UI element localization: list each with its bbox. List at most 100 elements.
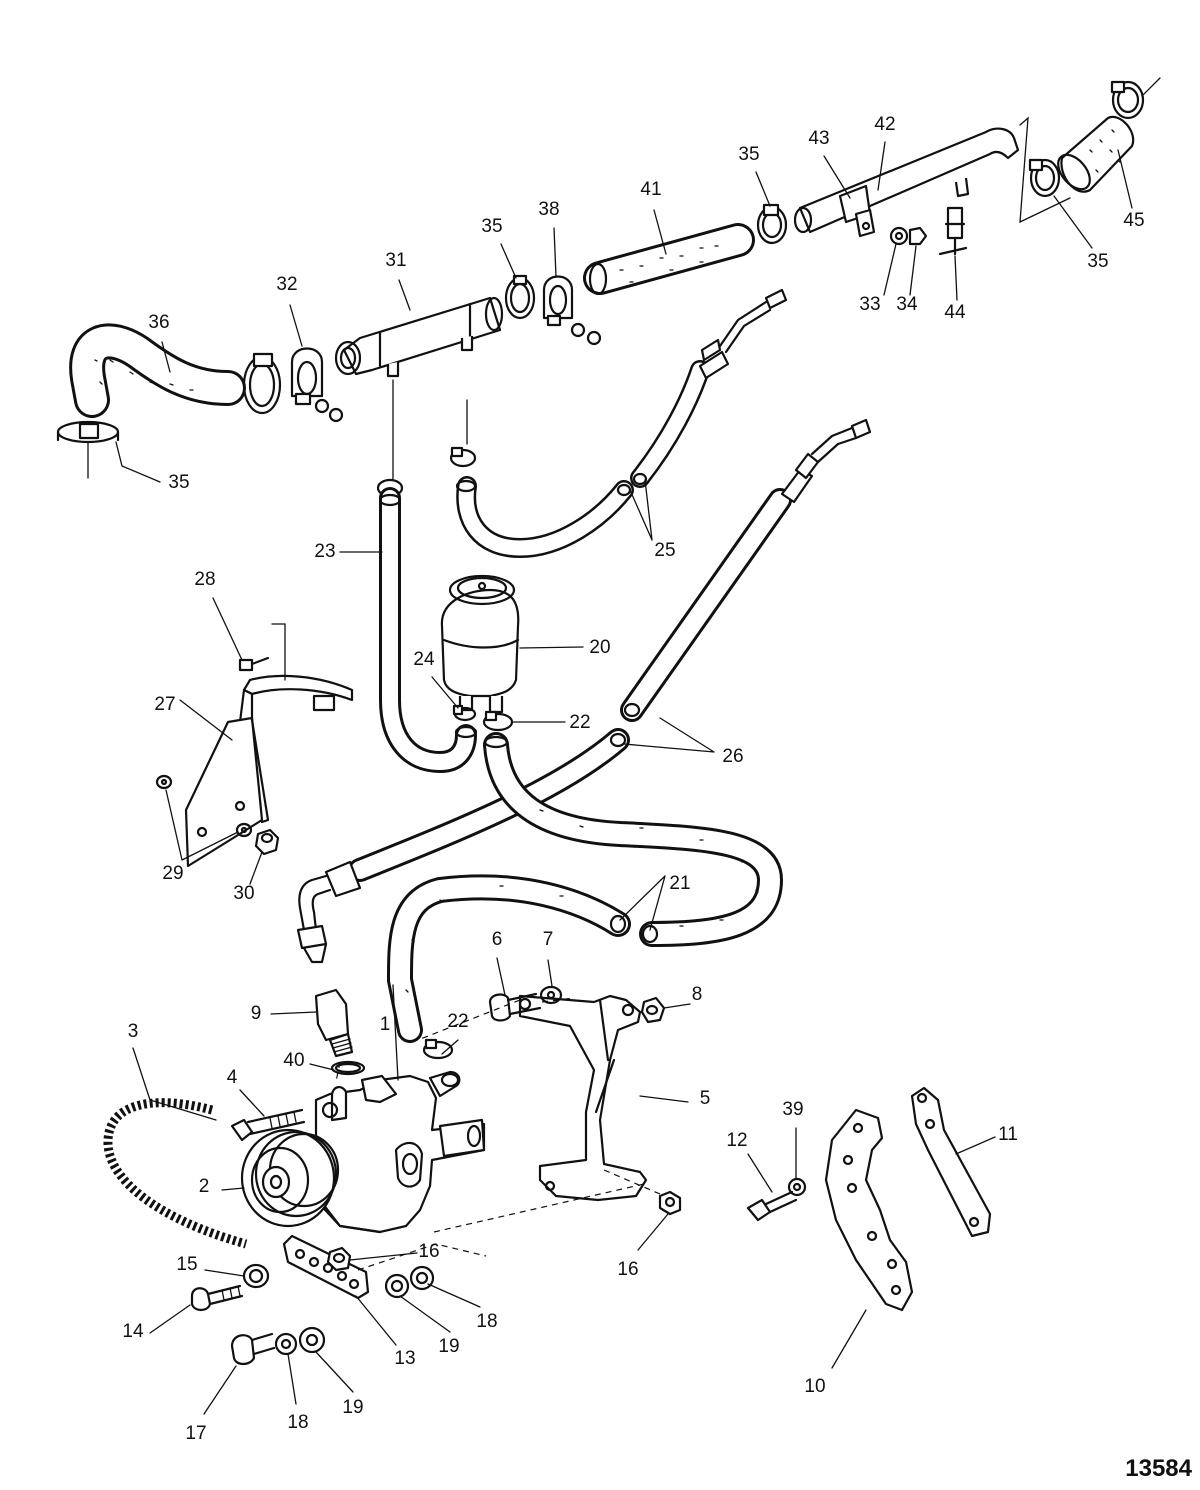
hose-clamp-35b bbox=[504, 274, 536, 320]
bolt-6 bbox=[488, 992, 542, 1022]
callout-c36: 36 bbox=[148, 312, 169, 333]
assembly-lines bbox=[335, 997, 661, 1271]
callout-c42: 42 bbox=[874, 114, 895, 135]
callout-c43: 43 bbox=[808, 128, 829, 149]
hose-clamp-24 bbox=[452, 704, 477, 722]
lock-washer-39 bbox=[787, 1177, 807, 1197]
bolt-4 bbox=[230, 1108, 306, 1142]
bolt-28 bbox=[238, 656, 270, 672]
callout-c39: 39 bbox=[782, 1099, 803, 1120]
callout-c45: 45 bbox=[1123, 210, 1144, 231]
callout-c29: 29 bbox=[162, 863, 183, 884]
water-pipe-42 bbox=[793, 127, 1020, 238]
fluid-reservoir-20 bbox=[440, 574, 520, 714]
brace-13 bbox=[282, 1234, 370, 1300]
callout-c44: 44 bbox=[944, 302, 966, 323]
spacer-18b bbox=[409, 1265, 435, 1291]
callout-c27: 27 bbox=[154, 694, 175, 715]
callout-c35c: 35 bbox=[738, 144, 759, 165]
callout-c18a: 18 bbox=[287, 1412, 308, 1433]
callout-c24: 24 bbox=[413, 649, 435, 670]
callout-c23: 23 bbox=[314, 541, 335, 562]
callout-c3: 3 bbox=[128, 1021, 139, 1042]
callout-c38: 38 bbox=[538, 199, 559, 220]
figure-number: 13584 bbox=[1125, 1455, 1192, 1482]
callout-c2: 2 bbox=[199, 1176, 210, 1197]
hose-coupler-45 bbox=[1057, 115, 1135, 193]
nut-8 bbox=[640, 996, 666, 1024]
hose-26 bbox=[296, 418, 872, 964]
hose-clamp-35a bbox=[56, 420, 120, 479]
callout-c7: 7 bbox=[543, 929, 554, 950]
hose-41 bbox=[583, 223, 755, 296]
callout-c16b: 16 bbox=[617, 1259, 638, 1280]
callout-c22a: 22 bbox=[569, 712, 590, 733]
hose-21 bbox=[387, 732, 783, 1043]
pulley-2 bbox=[240, 1128, 340, 1228]
callout-c1: 1 bbox=[380, 1014, 391, 1035]
callout-c6: 6 bbox=[492, 929, 503, 950]
hose-clamp-near-45 bbox=[1110, 77, 1161, 120]
bolt-14 bbox=[190, 1284, 244, 1312]
nut-16a bbox=[326, 1246, 352, 1272]
clamp-bracket-38 bbox=[542, 275, 602, 346]
nut-34 bbox=[908, 226, 928, 246]
callout-c13: 13 bbox=[394, 1348, 415, 1369]
callout-c16a: 16 bbox=[418, 1241, 439, 1262]
nut-30 bbox=[254, 828, 280, 856]
callout-c31: 31 bbox=[385, 250, 406, 271]
callout-c15: 15 bbox=[176, 1254, 197, 1275]
callout-c8: 8 bbox=[692, 984, 703, 1005]
callout-c25: 25 bbox=[654, 540, 675, 561]
hose-clamp-near-32 bbox=[242, 352, 282, 415]
assembly-line-45 bbox=[1019, 116, 1071, 224]
washer-19b bbox=[384, 1273, 410, 1299]
nut-16b bbox=[658, 1190, 682, 1216]
washer-19a bbox=[298, 1326, 326, 1354]
callout-c11: 11 bbox=[998, 1124, 1018, 1145]
callout-c41: 41 bbox=[640, 179, 661, 200]
washer-29a bbox=[155, 774, 173, 790]
callout-c17: 17 bbox=[185, 1423, 206, 1444]
callout-c34: 34 bbox=[896, 294, 918, 315]
bolt-12 bbox=[746, 1190, 798, 1222]
hose-clamp-22-lower bbox=[422, 1038, 454, 1060]
hose-clamp-35d bbox=[1028, 158, 1061, 198]
callout-c21: 21 bbox=[669, 873, 690, 894]
callout-c14: 14 bbox=[122, 1321, 144, 1342]
power-steering-pump-1 bbox=[314, 1070, 486, 1234]
mounting-plate-10 bbox=[824, 1108, 914, 1312]
washer-7 bbox=[539, 985, 563, 1005]
pump-bracket-5 bbox=[518, 994, 648, 1202]
callout-c4: 4 bbox=[227, 1067, 238, 1088]
adapter-fitting-9 bbox=[314, 988, 354, 1058]
callout-c10: 10 bbox=[804, 1376, 825, 1397]
clamp-bracket-32 bbox=[290, 347, 344, 423]
callout-c20: 20 bbox=[589, 637, 610, 658]
callout-c35a: 35 bbox=[168, 472, 189, 493]
callout-c28: 28 bbox=[194, 569, 215, 590]
callout-c12: 12 bbox=[726, 1130, 747, 1151]
hose-clamp-22-upper bbox=[482, 710, 514, 732]
hose-36 bbox=[69, 323, 246, 418]
washer-33 bbox=[889, 226, 909, 246]
hose-25 bbox=[455, 288, 788, 558]
water-pipe-31 bbox=[334, 296, 504, 378]
callout-c22b: 22 bbox=[447, 1011, 468, 1032]
mounting-strap-11 bbox=[910, 1086, 992, 1238]
callout-c19a: 19 bbox=[342, 1397, 363, 1418]
hose-23 bbox=[376, 379, 478, 773]
callout-c30: 30 bbox=[233, 883, 254, 904]
callout-c5: 5 bbox=[700, 1088, 711, 1109]
callout-c18b: 18 bbox=[476, 1311, 497, 1332]
bolt-17 bbox=[230, 1332, 276, 1366]
spacer-15 bbox=[242, 1263, 270, 1289]
callout-c35b: 35 bbox=[481, 216, 502, 237]
drive-belt-3 bbox=[103, 1098, 248, 1249]
callout-c9: 9 bbox=[251, 1003, 262, 1024]
drain-valve-44 bbox=[938, 206, 968, 256]
hose-clamp-35c bbox=[756, 203, 788, 245]
callout-c19b: 19 bbox=[438, 1336, 459, 1357]
